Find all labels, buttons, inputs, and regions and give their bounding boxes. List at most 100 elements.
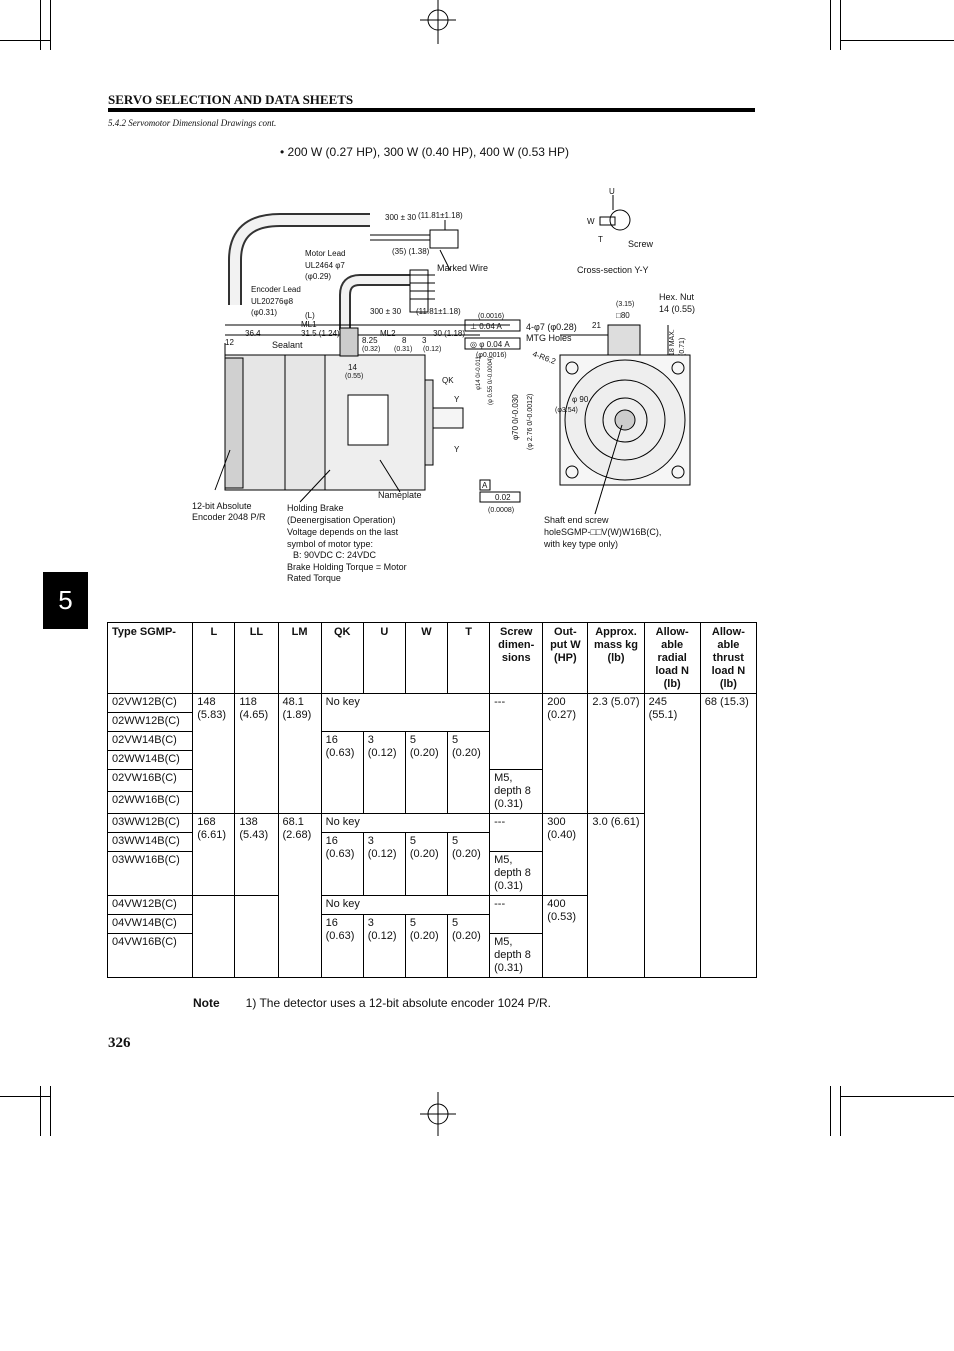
shaft-screw-label-1: Shaft end screw xyxy=(544,515,609,525)
qk-label: QK xyxy=(442,376,454,385)
dim-3-inch-label: (0.12) xyxy=(423,346,441,353)
dim-14-inch-label: (0.55) xyxy=(345,373,363,380)
header-rule xyxy=(108,108,755,112)
qk-cell: 16 (0.63) xyxy=(320,914,364,978)
dim-l-label: (L) xyxy=(305,311,315,320)
servomotor-spec-table: Type SGMP- L LL LM QK U W T Screw dimen-… xyxy=(106,622,758,978)
encoder-pr-label: Encoder 2048 P/R xyxy=(192,512,266,522)
flatness-inch-label: (0.0008) xyxy=(488,507,514,514)
sq80-label: □80 xyxy=(616,311,630,320)
concentricity-label: ◎ φ 0.04 A xyxy=(470,340,510,349)
lm-cell: 68.1 (2.68) xyxy=(277,813,322,978)
col-header-l: L xyxy=(192,622,236,694)
motor-lead-label: Motor Lead xyxy=(305,249,345,258)
crop-mark xyxy=(0,1096,50,1097)
brake-label-5: B: 90VDC C: 24VDC xyxy=(293,550,377,560)
col-header-screw: Screw dimen- sions xyxy=(489,622,544,694)
screw-label: Screw xyxy=(628,239,654,249)
hex-nut-size-label: 14 (0.55) xyxy=(659,304,695,314)
shaft-dia-inch-label: (φ 0.55 0/-0.0004) xyxy=(488,357,494,405)
brake-label-1: Holding Brake xyxy=(287,503,344,513)
u-cell: 3 (0.12) xyxy=(362,914,406,978)
screw-cell: --- xyxy=(489,693,544,770)
type-cell: 02WW12B(C) xyxy=(106,712,194,732)
col-header-output: Out- put W (HP) xyxy=(542,622,589,694)
shaft-dia-label: φ14 0/-0.011 xyxy=(476,356,482,390)
type-cell: 02VW12B(C) xyxy=(106,693,194,713)
col-header-t: T xyxy=(446,622,491,694)
y-top-label: Y xyxy=(454,395,460,404)
type-cell: 04VW16B(C) xyxy=(106,933,194,978)
phi90-label: φ 90 xyxy=(572,395,589,404)
crop-mark xyxy=(830,0,831,50)
no-key-cell: No key xyxy=(320,813,491,833)
crop-mark xyxy=(40,1086,41,1136)
col-header-u: U xyxy=(362,622,406,694)
screw-cell: M5, depth 8 (0.31) xyxy=(489,933,544,978)
ul2464-label: UL2464 φ7 xyxy=(305,261,345,270)
ul20276-label: UL20276φ8 xyxy=(251,297,294,306)
subsection-title: 5.4.2 Servomotor Dimensional Drawings co… xyxy=(108,118,277,128)
dim-12-label: 12 xyxy=(225,338,234,347)
dim-14-label: 14 xyxy=(348,363,357,372)
cable-length-2-inch-label: (11.81±1.18) xyxy=(416,307,461,316)
w-cell: 5 (0.20) xyxy=(404,731,449,814)
r6-2-label: 4-R6.2 xyxy=(531,349,557,366)
col-header-type: Type SGMP- xyxy=(106,622,194,694)
type-cell: 02WW14B(C) xyxy=(106,750,194,770)
page-number: 326 xyxy=(108,1035,131,1051)
dim-ml1-label: ML1 xyxy=(301,320,317,329)
u-cell: 3 (0.12) xyxy=(362,832,406,896)
output-cell: 300 (0.40) xyxy=(542,813,589,896)
col-header-radial: Allow- able radial load N (lb) xyxy=(643,622,701,694)
l-cell: 168 (6.61) xyxy=(192,813,236,896)
perpendicularity-label: ⊥ 0.04 A xyxy=(470,322,503,331)
pilot-dia-inch-label: (φ 2.76 0/-0.0012) xyxy=(527,394,534,450)
thrust-load-cell: 68 (15.3) xyxy=(699,693,758,978)
crop-mark xyxy=(840,40,954,41)
shaft-screw-label-2: holeSGMP-□□V(W)W16B(C), xyxy=(544,527,661,537)
sealant-label: Sealant xyxy=(272,340,303,350)
type-cell: 04VW12B(C) xyxy=(106,895,194,915)
col-header-mass: Approx. mass kg (lb) xyxy=(587,622,645,694)
no-key-cell: No key xyxy=(320,895,491,915)
marked-wire-label: Marked Wire xyxy=(437,263,488,273)
output-cell: 400 (0.53) xyxy=(542,895,589,978)
type-cell: 03WW14B(C) xyxy=(106,832,194,852)
table-row: 04VW14B(C) 16 (0.63) 3 (0.12) 5 (0.20) 5… xyxy=(106,914,757,978)
brake-label-3: Voltage depends on the last xyxy=(287,527,399,537)
nameplate-label: Nameplate xyxy=(378,490,422,500)
w-cell: 5 (0.20) xyxy=(404,914,449,978)
col-header-ll: LL xyxy=(234,622,279,694)
col-header-thrust: Allow- able thrust load N (lb) xyxy=(699,622,758,694)
l-cell: 148 (5.83) xyxy=(192,693,236,814)
ul2464-inch-label: (φ0.29) xyxy=(305,272,331,281)
dim-ml2-label: ML2 xyxy=(380,329,396,338)
col-header-lm: LM xyxy=(277,622,322,694)
t-cell: 5 (0.20) xyxy=(446,914,491,978)
crop-mark xyxy=(40,0,41,50)
type-cell: 04VW14B(C) xyxy=(106,914,194,934)
type-cell: 02WW16B(C) xyxy=(106,791,194,814)
registration-mark-bottom xyxy=(420,1092,456,1136)
dim-8-25-label: 8.25 xyxy=(362,336,378,345)
screw-cell: M5, depth 8 (0.31) xyxy=(489,769,544,814)
qk-cell: 16 (0.63) xyxy=(320,731,364,814)
crop-mark xyxy=(0,40,50,41)
crop-mark xyxy=(50,1086,51,1136)
cable-length-inch-label: (11.81±1.18) xyxy=(418,211,463,220)
screw-cell: --- xyxy=(489,895,544,934)
pilot-dia-label: φ70 0/-0.030 xyxy=(511,394,520,440)
crop-mark xyxy=(840,1096,954,1097)
type-cell: 02VW16B(C) xyxy=(106,769,194,792)
cable-length-label: 300 ± 30 xyxy=(385,213,417,222)
col-header-w: W xyxy=(404,622,449,694)
note-text: 1) The detector uses a 12-bit absolute e… xyxy=(245,996,551,1010)
output-cell: 200 (0.27) xyxy=(542,693,589,814)
t-cell: 5 (0.20) xyxy=(446,832,491,896)
registration-mark-top xyxy=(420,0,456,44)
brake-label-7: Rated Torque xyxy=(287,573,341,583)
tol-0016-label: (0.0016) xyxy=(478,313,504,320)
d3-15-label: (3.15) xyxy=(616,301,634,308)
